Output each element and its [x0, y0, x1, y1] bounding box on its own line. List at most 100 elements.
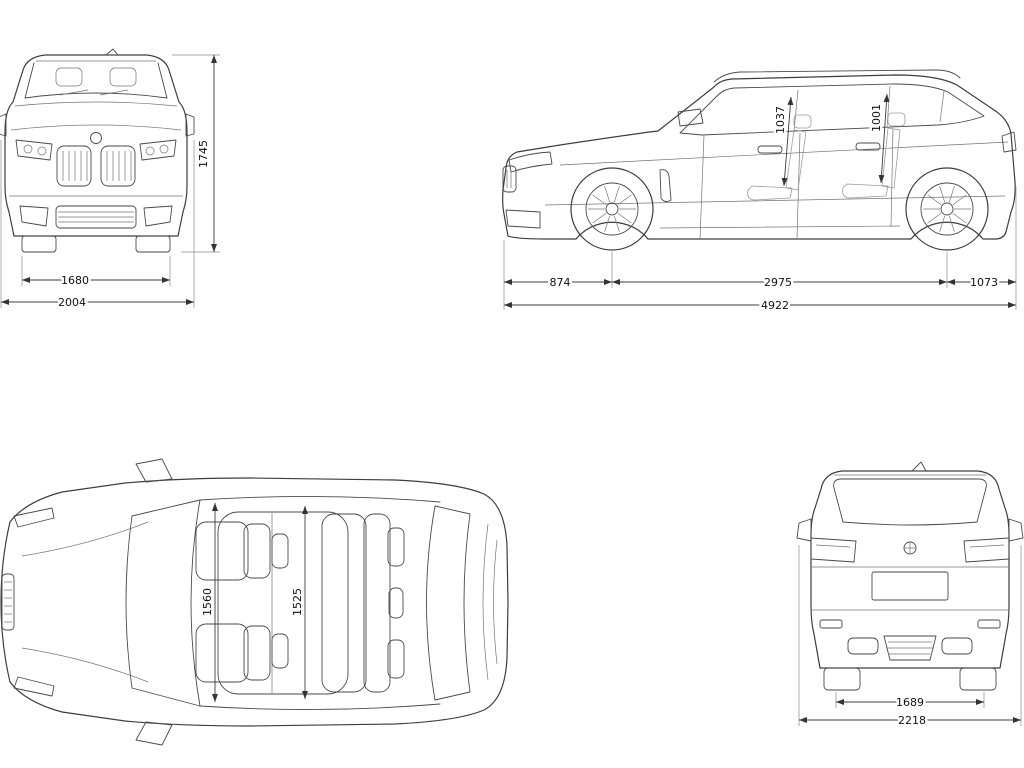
length-dimensions: 874 2975 1073 4922 [503, 186, 1017, 315]
side-kidney-bars [506, 170, 512, 188]
rear-mirror-right [1008, 518, 1024, 542]
front-headrest-left [55, 67, 83, 87]
headlight-lens [23, 144, 33, 154]
headlight-lens [37, 146, 47, 156]
top-view: 1560 1525 [0, 458, 509, 746]
kidney-grille-left [56, 145, 92, 187]
dim-label-rear-headroom: 1001 [870, 104, 883, 132]
side-kidney [502, 165, 517, 193]
front-headroom-dimension: 1037 [772, 96, 794, 187]
front-wheel-left [21, 235, 57, 253]
rear-body-outline [810, 470, 1010, 669]
dim-label-height: 1745 [197, 140, 210, 168]
side-headlight [508, 151, 553, 173]
rear-skid-plate [883, 635, 937, 661]
bmw-roundel-front [90, 132, 102, 144]
taillight-side [1001, 131, 1017, 153]
rear-antenna-fin [911, 461, 927, 472]
panoramic-sunroof [217, 511, 349, 695]
top-headlights [13, 507, 55, 697]
top-mirror-upper [135, 458, 173, 483]
top-front-seats [195, 521, 289, 683]
rear-width-dimension: 2218 [798, 545, 1022, 730]
top-a-pillars [131, 499, 201, 707]
air-breather-vent [659, 169, 672, 203]
wheel-spokes [923, 186, 971, 232]
top-roof-sides [199, 495, 441, 711]
side-roof-rail [713, 69, 961, 83]
top-kidney-bars [4, 581, 12, 623]
rear-taillight-left [810, 537, 857, 563]
fog-light-left [19, 205, 49, 227]
side-front-intake [505, 209, 541, 229]
rear-headroom-dimension: 1001 [868, 93, 890, 184]
exhaust-left [847, 637, 879, 655]
front-mirror-right [185, 113, 195, 137]
rear-shoulder-dimension: 1525 [289, 506, 308, 699]
top-hatch-lines [482, 523, 498, 681]
front-hood-creases [10, 101, 182, 131]
side-mirror [677, 108, 704, 127]
grille-bars [62, 151, 132, 181]
side-greenhouse [679, 83, 985, 136]
exhaust-right [941, 637, 973, 655]
character-lines [544, 141, 1009, 229]
top-roof-front-edge [190, 499, 201, 707]
front-shoulder-dimension: 1560 [199, 503, 218, 702]
fog-light-right [143, 205, 173, 227]
headlight-left [15, 139, 53, 161]
dim-label-front-headroom: 1037 [774, 106, 787, 134]
top-body-outline [0, 477, 509, 727]
dim-label-wheelbase: 2975 [764, 276, 792, 289]
rear-window [833, 478, 987, 526]
dim-label-overall-length: 4922 [761, 299, 789, 312]
kidney-grille-right [100, 145, 136, 187]
dim-label-front-overhang: 874 [550, 276, 571, 289]
top-rear-bench [321, 513, 405, 693]
front-lower-intake [55, 205, 137, 229]
rear-reflector-right [977, 619, 1001, 629]
front-wheel-right [135, 235, 171, 253]
door-seams [699, 128, 894, 240]
door-handle-front [757, 145, 783, 154]
license-plate-recess [871, 571, 949, 601]
dim-label-rear-shoulder: 1525 [291, 588, 304, 616]
side-wheel-rear [905, 167, 989, 251]
dim-label-track: 1680 [61, 274, 89, 287]
top-mirror-lower [135, 721, 173, 746]
rear-view: 1689 2218 [796, 461, 1024, 730]
wheel-spokes [588, 186, 636, 232]
roundel-cross [904, 542, 916, 554]
top-kidney [1, 573, 15, 631]
taillight-details [815, 544, 1005, 548]
side-wheel-front [570, 167, 654, 251]
top-cowl [125, 515, 133, 689]
rear-wheel-right [959, 667, 997, 691]
front-height-dimension: 1745 [172, 54, 220, 253]
side-body-outline [502, 74, 1016, 240]
dim-label-rear-overhang: 1073 [970, 276, 998, 289]
top-hood-creases [21, 521, 149, 683]
front-headrest-right [109, 67, 137, 87]
dim-label-overall-width-mirrors: 2218 [898, 714, 926, 727]
rear-reflector-left [819, 619, 843, 629]
headlight-lens [145, 146, 155, 156]
headlight-right [139, 139, 177, 161]
rear-wheel-left [823, 667, 861, 691]
front-width-dimension: 2004 [0, 140, 195, 312]
front-windshield [24, 62, 168, 99]
front-body-outline [4, 54, 188, 237]
dim-label-width: 2004 [58, 296, 86, 309]
rear-mirror-left [796, 518, 812, 542]
headlight-lens [159, 144, 169, 154]
front-view: 1745 1680 2004 [0, 48, 220, 312]
side-pillars [793, 85, 945, 132]
front-antenna-fin [105, 48, 119, 56]
skid-hatch [886, 641, 934, 655]
rear-taillight-right [963, 537, 1010, 563]
side-view: 1037 1001 874 2975 1073 4922 [502, 69, 1017, 315]
front-wipers [59, 89, 129, 96]
top-rear-window [426, 505, 471, 701]
